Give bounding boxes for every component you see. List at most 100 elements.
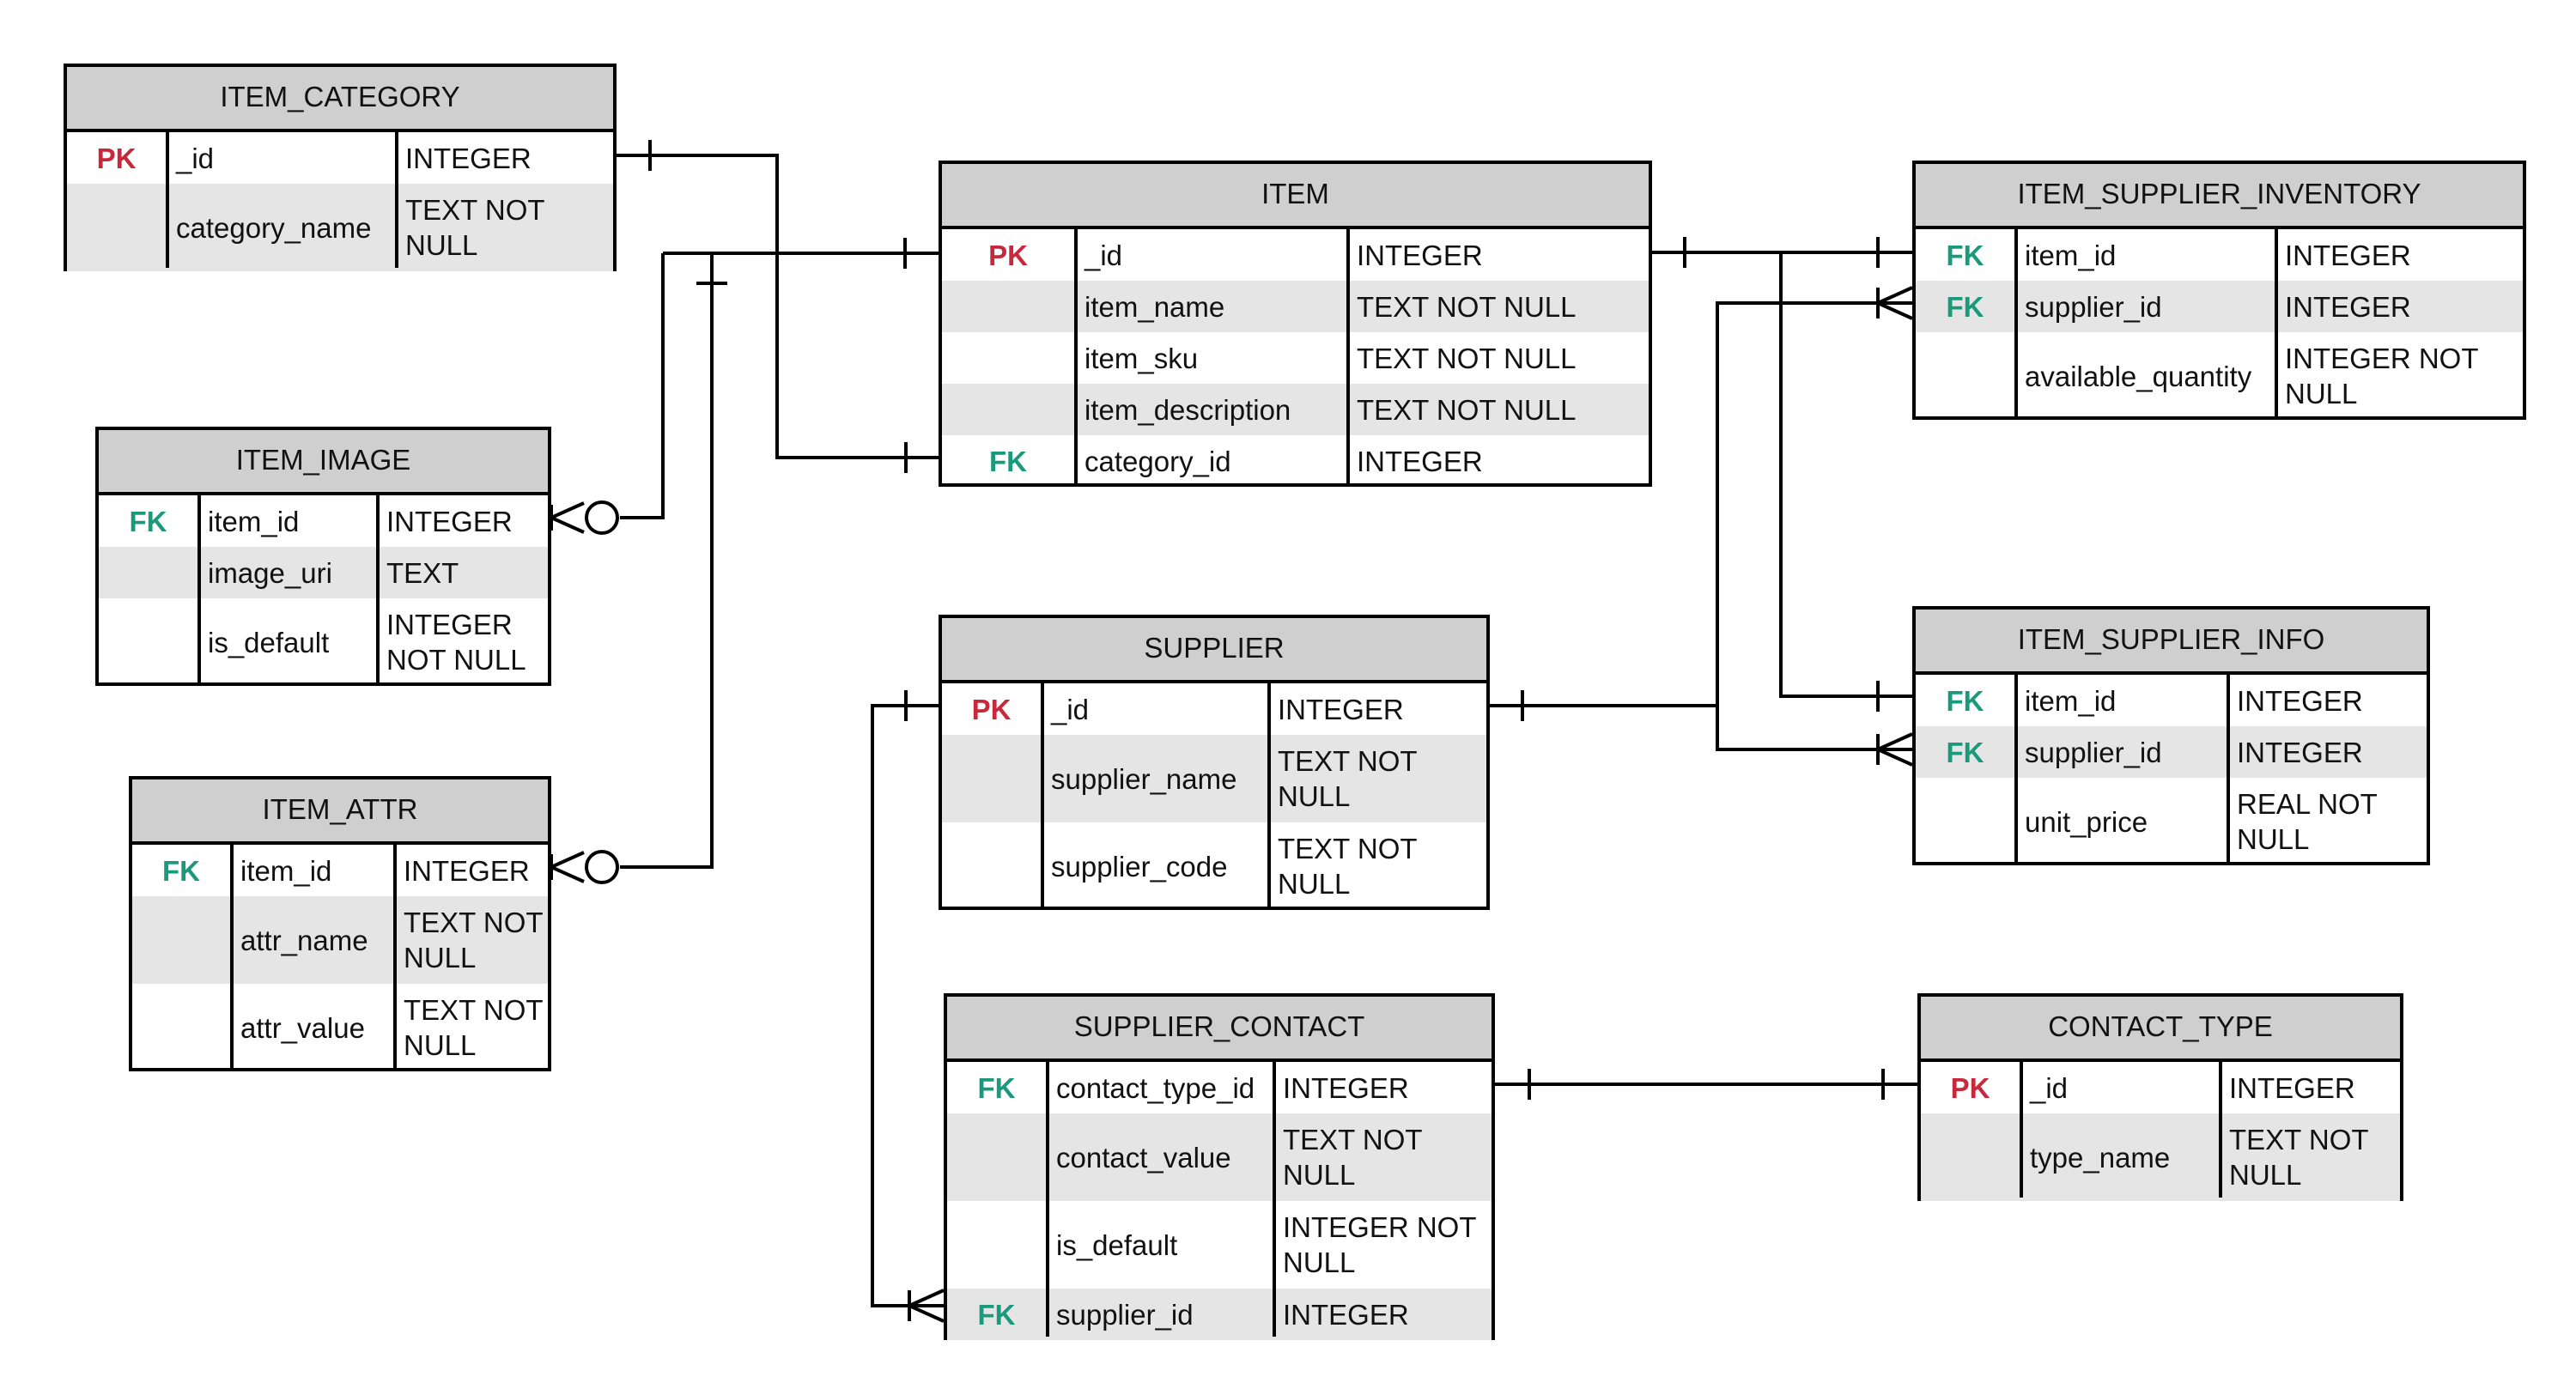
key-cell xyxy=(942,332,1074,384)
foreign-key-badge: FK xyxy=(1946,239,1984,271)
key-cell xyxy=(1916,778,2014,865)
column-type: INTEGER xyxy=(1283,1071,1409,1104)
column-name: image_uri xyxy=(208,556,332,589)
column-divider xyxy=(2020,1062,2023,1198)
foreign-key-badge: FK xyxy=(977,1071,1016,1104)
relationship-item-image-attr xyxy=(550,238,939,884)
column-name: item_id xyxy=(2025,239,2117,271)
column-name: unit_price xyxy=(2025,805,2148,838)
column-name: item_description xyxy=(1084,393,1291,426)
entity-item-supplier-inventory: ITEM_SUPPLIER_INVENTORY FK item_id INTEGER F… xyxy=(1912,161,2526,420)
entity-title: ITEM_SUPPLIER_INVENTORY xyxy=(1916,164,2523,229)
column-row: FK category_id INTEGER xyxy=(942,435,1649,487)
column-type: REAL NOT NULL xyxy=(2237,788,2378,855)
column-divider xyxy=(1267,683,1271,907)
entity-title: SUPPLIER xyxy=(942,618,1486,683)
column-divider xyxy=(2227,675,2230,862)
column-type: INTEGER xyxy=(405,142,532,174)
relationship-supplier-contact xyxy=(871,690,945,1323)
column-name: item_id xyxy=(240,854,332,887)
column-type: INTEGER xyxy=(1357,445,1483,477)
entity-title: ITEM_ATTR xyxy=(132,779,548,845)
primary-key-badge: PK xyxy=(988,239,1028,271)
column-divider xyxy=(1273,1062,1276,1337)
column-name: supplier_code xyxy=(1051,850,1228,883)
column-type: TEXT NOT NULL xyxy=(405,194,545,261)
column-row: supplier_name TEXT NOT NULL xyxy=(942,735,1486,822)
key-cell xyxy=(99,598,197,686)
column-type: TEXT NOT NULL xyxy=(1357,393,1577,426)
column-divider xyxy=(1074,229,1078,483)
key-cell xyxy=(947,1201,1046,1289)
entity-title: ITEM_CATEGORY xyxy=(67,67,613,132)
relationship-supplier-supplier-tables xyxy=(1490,286,1913,767)
column-divider xyxy=(197,495,201,682)
column-divider xyxy=(1041,683,1044,907)
column-divider xyxy=(1046,1062,1049,1337)
column-divider xyxy=(2275,229,2278,416)
entity-supplier-contact: SUPPLIER_CONTACT FK contact_type_id INTEGER… xyxy=(944,993,1495,1340)
column-divider xyxy=(2219,1062,2222,1198)
column-type: INTEGER xyxy=(1278,693,1404,725)
column-name: supplier_name xyxy=(1051,762,1237,795)
column-type: INTEGER xyxy=(2237,736,2363,768)
column-type: INTEGER NOT NULL xyxy=(386,609,526,676)
column-divider xyxy=(395,132,398,268)
column-divider xyxy=(230,845,234,1068)
key-cell xyxy=(942,735,1041,822)
relationship-contact-type xyxy=(1495,1069,1917,1100)
foreign-key-badge: FK xyxy=(162,854,200,887)
key-cell xyxy=(942,281,1074,332)
primary-key-badge: PK xyxy=(1950,1071,1990,1104)
key-cell xyxy=(942,822,1041,910)
column-name: is_default xyxy=(208,626,330,658)
column-name: item_sku xyxy=(1084,342,1199,374)
entity-title: SUPPLIER_CONTACT xyxy=(947,997,1492,1062)
foreign-key-badge: FK xyxy=(989,445,1027,477)
column-type: TEXT NOT NULL xyxy=(1357,290,1577,323)
column-name: category_id xyxy=(1084,445,1231,477)
column-type: INTEGER xyxy=(386,505,513,537)
foreign-key-badge: FK xyxy=(1946,684,1984,717)
foreign-key-badge: FK xyxy=(129,505,167,537)
key-cell xyxy=(67,184,166,271)
column-name: available_quantity xyxy=(2025,360,2252,392)
column-name: item_id xyxy=(2025,684,2117,717)
column-type: INTEGER xyxy=(2285,239,2411,271)
column-name: contact_type_id xyxy=(1056,1071,1255,1104)
column-type: TEXT NOT NULL xyxy=(404,907,544,974)
column-type: INTEGER xyxy=(2229,1071,2355,1104)
column-divider xyxy=(393,845,397,1068)
entity-title: ITEM_SUPPLIER_INFO xyxy=(1916,610,2427,675)
column-type: TEXT NOT NULL xyxy=(1278,745,1418,812)
column-divider xyxy=(1346,229,1350,483)
primary-key-badge: PK xyxy=(96,142,137,174)
column-name: attr_name xyxy=(240,924,368,956)
column-name: _id xyxy=(2030,1071,2069,1104)
column-row: attr_name TEXT NOT NULL xyxy=(132,896,548,984)
entity-title: CONTACT_TYPE xyxy=(1921,997,2400,1062)
primary-key-badge: PK xyxy=(971,693,1012,725)
column-type: TEXT NOT NULL xyxy=(1283,1124,1423,1191)
column-divider xyxy=(2014,229,2018,416)
column-name: _id xyxy=(1051,693,1090,725)
column-row: PK _id INTEGER xyxy=(1921,1062,2400,1113)
